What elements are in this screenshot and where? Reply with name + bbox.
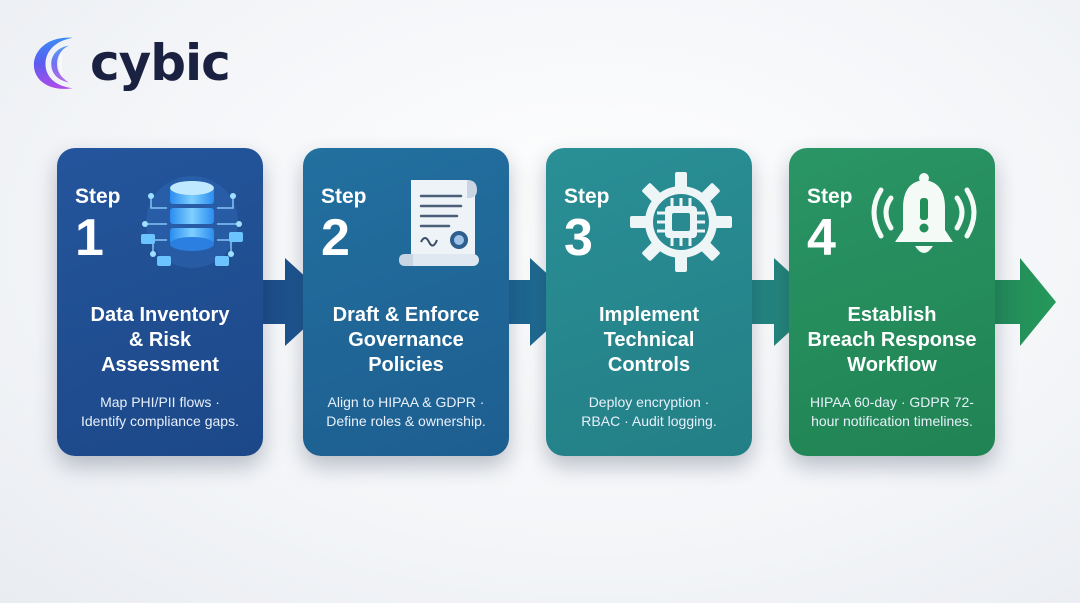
step-card-2: Step 2 Draft & Enforce Governance Polici… <box>303 148 509 456</box>
flow-arrow-3 <box>744 258 822 346</box>
step-description: Map PHI/PII flows · Identify compliance … <box>81 394 239 429</box>
step-title: Implement Technical Controls <box>598 304 700 376</box>
gear-chip-icon <box>630 172 732 272</box>
brand-logo: cybic <box>30 30 231 96</box>
step-title: Establish Breach Response Workflow <box>807 304 977 376</box>
step-description: HIPAA 60-day · GDPR 72- hour notificatio… <box>810 394 974 429</box>
step-description: Deploy encryption · RBAC · Audit logging… <box>581 394 717 429</box>
brand-name: cybic <box>90 34 231 92</box>
step-title: Data Inventory & Risk Assessment <box>90 304 230 376</box>
step-number: 2 <box>321 209 350 267</box>
flow-arrow-4 <box>990 258 1056 346</box>
step-card-3: Step 3 Implement Technical Controls Depl… <box>546 148 752 456</box>
cybic-logo-icon <box>33 37 73 89</box>
step-card-4: Step 4 Establish Breach Response Workflo… <box>789 148 995 456</box>
policy-document-icon <box>399 180 479 266</box>
alarm-bell-icon <box>871 173 977 253</box>
step-label: Step <box>807 185 853 208</box>
step-label: Step <box>75 185 121 208</box>
step-description: Align to HIPAA & GDPR · Define roles & o… <box>326 394 486 429</box>
step-number: 4 <box>807 209 836 267</box>
step-card-1: Step 1 Data Inventory & Risk Assessment <box>57 148 263 456</box>
step-number: 1 <box>75 209 104 267</box>
step-number: 3 <box>564 209 593 267</box>
flow-arrow-1 <box>255 258 333 346</box>
step-label: Step <box>564 185 610 208</box>
step-title: Draft & Enforce Governance Policies <box>332 304 480 376</box>
step-label: Step <box>321 185 367 208</box>
database-network-icon <box>141 176 243 268</box>
flow-arrow-2 <box>500 258 578 346</box>
